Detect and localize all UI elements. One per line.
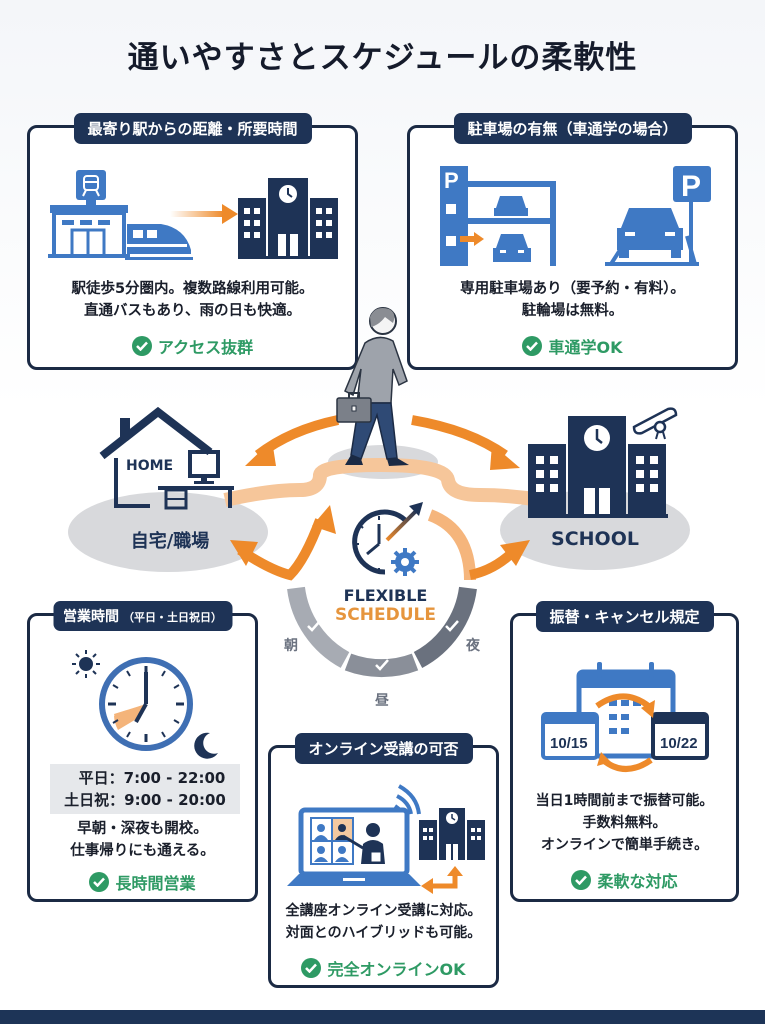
parking-card: 駐車場の有無（車通学の場合） P P 専用駐車場あり（要予約・有料）。 駐輪場は… <box>407 113 738 370</box>
reschedule-card-header: 振替・キャンセル規定 <box>535 601 714 632</box>
hours-card: 営業時間 （平日・土日祝日） 平日：7:00 - 22:00 土日祝：9:00 -… <box>27 601 258 902</box>
check-icon <box>89 872 110 892</box>
date-to: 10/22 <box>660 735 698 752</box>
parking-sign-letter: P <box>681 170 701 203</box>
home-icon <box>99 406 234 510</box>
home-ground <box>68 492 268 572</box>
clock-gear-icon <box>352 502 423 576</box>
laptop-video-icon <box>287 784 421 886</box>
moon-icon <box>194 732 218 759</box>
reschedule-badge: 柔軟な対応 <box>513 868 736 892</box>
reschedule-badge-label: 柔軟な対応 <box>597 872 678 891</box>
hours-card-header: 営業時間 （平日・土日祝日） <box>53 601 232 631</box>
page-title: 通いやすさとスケジュールの柔軟性 <box>127 40 638 76</box>
date-from: 10/15 <box>550 735 588 752</box>
access-badge-label: アクセス抜群 <box>157 338 254 357</box>
home-place-label: 自宅/職場 <box>130 531 210 552</box>
access-line-1: 駅徒歩5分圏内。複数路線利用可能。 <box>71 281 314 297</box>
home-label: HOME <box>126 458 174 474</box>
check-icon <box>131 336 152 356</box>
arrow-right-icon <box>170 204 238 224</box>
hours-badge-label: 長時間営業 <box>115 874 196 893</box>
hours-header-sub: （平日・土日祝日） <box>123 611 222 624</box>
access-card-header: 最寄り駅からの距離・所要時間 <box>73 113 312 144</box>
calendar-swap-icon: 10/15 10/22 <box>541 662 709 772</box>
hours-header-main: 営業時間 <box>63 609 119 625</box>
online-line-2: 対面とのハイブリッドも可能。 <box>285 925 482 941</box>
hours-line-2: 仕事帰りにも通える。 <box>70 843 215 859</box>
school-icon <box>528 416 668 518</box>
access-line-2: 直通バスもあり、雨の日も快適。 <box>84 303 301 319</box>
school-label: SCHOOL <box>551 528 639 550</box>
reschedule-line-3: オンラインで簡単手続き。 <box>540 837 709 853</box>
footer-bar <box>0 1010 765 1024</box>
access-badge: アクセス抜群 <box>30 334 355 358</box>
briefcase-icon <box>336 392 372 423</box>
school-building-icon <box>419 808 485 860</box>
check-icon <box>301 958 322 978</box>
noon-label: 昼 <box>375 693 389 709</box>
diploma-icon <box>632 407 678 440</box>
parking-badge: 車通学OK <box>410 334 735 358</box>
svg-text:P: P <box>444 168 459 193</box>
parking-line-2: 駐輪場は無料。 <box>521 303 624 319</box>
return-arrow-icon <box>421 866 463 894</box>
online-badge: 完全オンラインOK <box>271 956 496 980</box>
online-badge-label: 完全オンラインOK <box>327 960 466 979</box>
hours-line-1: 早朝・深夜も開校。 <box>77 821 208 837</box>
reschedule-card: 振替・キャンセル規定 10/15 10/22 当日1時間前まで振替可能。 手数料… <box>510 601 739 902</box>
train-station-icon <box>48 170 130 258</box>
check-icon <box>522 336 543 356</box>
parking-line-1: 専用駐車場あり（要予約・有料）。 <box>460 281 685 297</box>
walking-person-icon <box>344 307 409 466</box>
online-line-1: 全講座オンライン受講に対応。 <box>285 903 482 919</box>
check-icon <box>571 870 592 890</box>
hours-badge: 長時間営業 <box>30 870 255 894</box>
online-card-header: オンライン受講の可否 <box>294 733 473 764</box>
hours-row-weekday: 平日：7:00 - 22:00 <box>78 769 226 787</box>
access-card: 最寄り駅からの距離・所要時間 <box>27 113 358 370</box>
reschedule-line-1: 当日1時間前まで振替可能。 <box>535 793 714 809</box>
parking-card-header: 駐車場の有無（車通学の場合） <box>453 113 692 144</box>
hours-schedule-box: 平日：7:00 - 22:00 土日祝：9:00 - 20:00 <box>50 764 240 814</box>
flexible-label: FLEXIBLE <box>343 586 428 605</box>
parking-garage-icon: P <box>440 166 556 266</box>
sun-icon <box>72 650 100 678</box>
online-card: オンライン受講の可否 全講座オンライン受講に対応。 対面とのハイブリッドも可能。 <box>268 733 499 988</box>
hours-row-weekend: 土日祝：9:00 - 20:00 <box>64 791 226 809</box>
school-building-icon <box>238 178 338 259</box>
clock-icon <box>99 657 193 751</box>
train-icon <box>125 224 193 260</box>
parking-sign-icon: P <box>605 166 711 266</box>
morning-label: 朝 <box>284 638 298 654</box>
schedule-label: SCHEDULE <box>335 605 436 625</box>
reschedule-line-2: 手数料無料。 <box>582 815 667 831</box>
parking-badge-label: 車通学OK <box>548 338 623 357</box>
night-label: 夜 <box>466 638 480 654</box>
